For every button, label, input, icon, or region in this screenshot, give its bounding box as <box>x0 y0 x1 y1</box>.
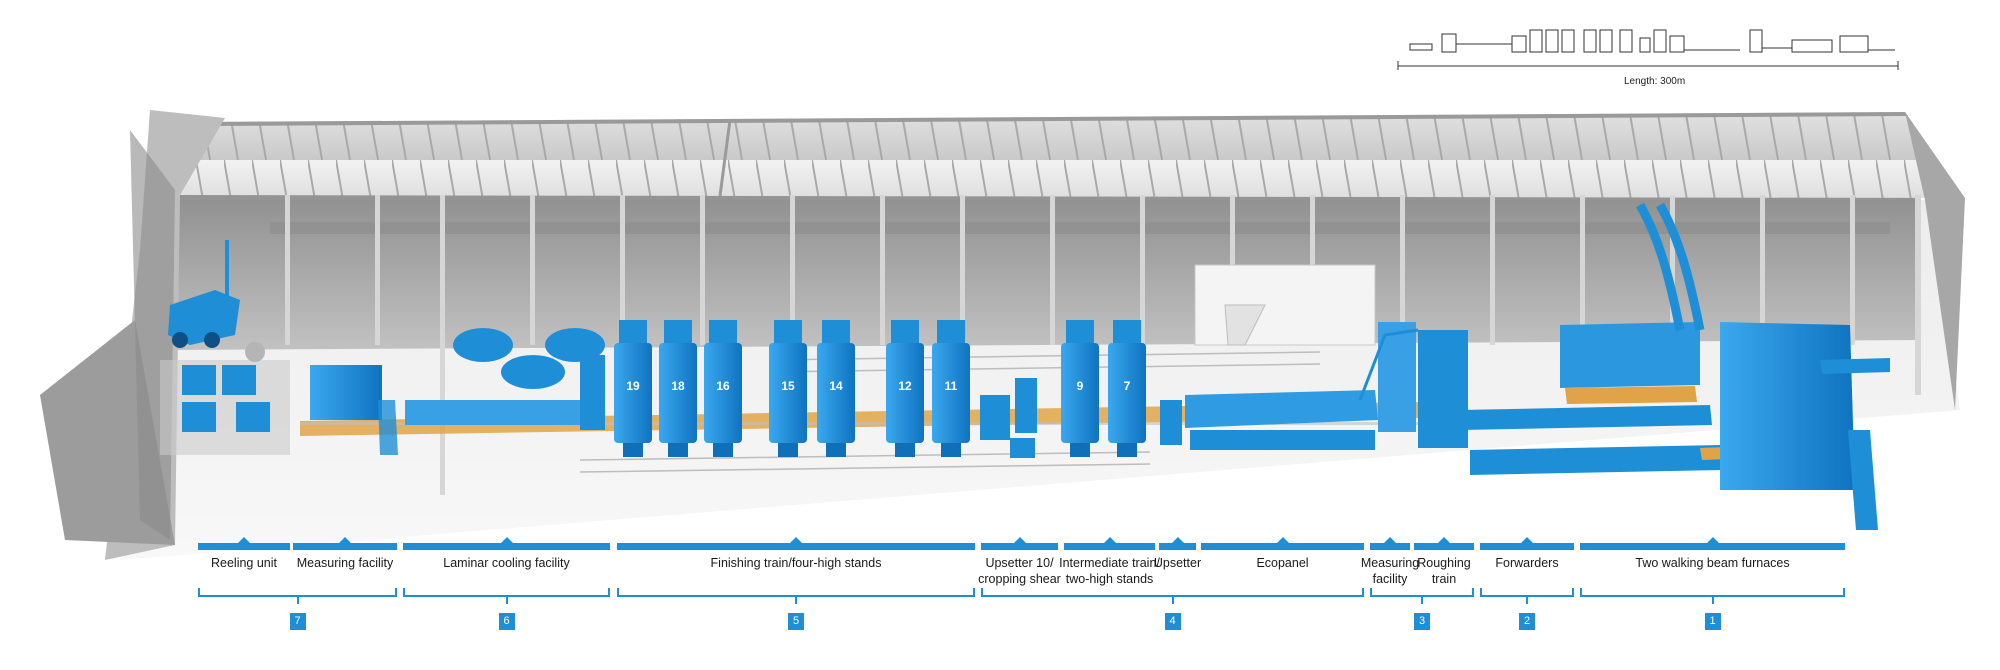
stand-body <box>614 343 652 443</box>
section-label-roughing-train: Roughing train <box>1417 556 1471 586</box>
production-line: 19 18 16 15 14 12 11 9 7 <box>160 202 1890 530</box>
roughing-train-machine <box>1418 330 1468 448</box>
reeling-unit-machine <box>160 240 290 455</box>
forwarders-machine <box>1460 405 1752 475</box>
section-bar-upsetter-10 <box>981 537 1058 550</box>
stand-base <box>895 443 915 457</box>
section-label-intermediate-train: Intermediate train/ two-high stands <box>1059 556 1160 586</box>
section-label-forwarders: Forwarders <box>1495 556 1559 570</box>
section-bar-finishing-train <box>617 537 975 550</box>
rolling-stand-15: 15 <box>769 320 807 457</box>
stand-number: 11 <box>945 379 958 393</box>
stand-base <box>1117 443 1137 457</box>
section-label-upsetter: Upsetter <box>1153 556 1202 570</box>
stand-base <box>778 443 798 457</box>
stand-body <box>769 343 807 443</box>
stand-number: 18 <box>671 379 685 393</box>
scale-drawing <box>1397 29 1899 70</box>
stand-body <box>704 343 742 443</box>
measuring-facility-machine <box>310 365 382 420</box>
scale-length-label: Length: 300m <box>1624 76 1686 87</box>
section-bar-forwarders <box>1480 537 1574 550</box>
section-label-finishing-train: Finishing train/four-high stands <box>710 556 882 570</box>
section-label-reeling-unit: Reeling unit <box>210 556 277 570</box>
stand-number: 7 <box>1124 379 1131 393</box>
rolling-stand-14: 14 <box>817 320 855 457</box>
section-label-ecopanel: Ecopanel <box>1256 556 1309 570</box>
group-bracket-4 <box>981 588 1364 604</box>
group-bracket-6 <box>403 588 610 604</box>
stand-body <box>817 343 855 443</box>
stand-base <box>1070 443 1090 457</box>
section-label-walking-beam: Two walking beam furnaces <box>1635 556 1790 570</box>
stand-number: 16 <box>716 379 730 393</box>
laminar-cooling-machine <box>405 328 605 430</box>
stand-body <box>886 343 924 443</box>
stand-base <box>623 443 643 457</box>
ecopanel-machine <box>1185 390 1378 450</box>
group-badge-6: 6 <box>498 613 515 630</box>
stand-base <box>713 443 733 457</box>
rolling-stand-9: 9 <box>1061 320 1099 457</box>
group-badge-7: 7 <box>289 613 306 630</box>
stand-number: 19 <box>626 379 640 393</box>
rolling-stand-18: 18 <box>659 320 697 457</box>
stand-body <box>932 343 970 443</box>
mill-building <box>40 110 1965 560</box>
stands-layer: 19 18 16 15 14 12 11 9 7 <box>614 320 1146 457</box>
group-badge-2: 2 <box>1519 613 1535 630</box>
section-label-measuring-facility-1: Measuring facility <box>296 556 394 570</box>
group-bracket-2 <box>1480 588 1574 604</box>
stand-number: 9 <box>1077 379 1084 393</box>
stand-body <box>1108 343 1146 443</box>
section-bar-measuring-facility-1 <box>293 537 397 550</box>
section-bar-measuring-facility-2 <box>1370 537 1410 550</box>
section-bar-reeling-unit <box>198 537 290 550</box>
stand-body <box>659 343 697 443</box>
group-bracket-5 <box>617 588 975 604</box>
group-badge-1: 1 <box>1704 613 1721 630</box>
group-bracket-1 <box>1580 588 1845 604</box>
section-bar-walking-beam <box>1580 537 1845 550</box>
group-bracket-3 <box>1370 588 1474 604</box>
rolling-stand-16: 16 <box>704 320 742 457</box>
section-bar-ecopanel <box>1201 537 1364 550</box>
section-bar-upsetter <box>1159 537 1196 550</box>
section-bar-intermediate-train <box>1064 537 1155 550</box>
group-bracket-7 <box>198 588 397 604</box>
section-bar-laminar-cooling <box>403 537 610 550</box>
stand-number: 12 <box>898 379 912 393</box>
section-bar-roughing-train <box>1414 537 1474 550</box>
group-badge-4: 4 <box>1164 613 1181 630</box>
stand-base <box>668 443 688 457</box>
rolling-stand-19: 19 <box>614 320 652 457</box>
walking-beam-furnaces-machine <box>1560 202 1890 530</box>
group-badge-3: 3 <box>1414 613 1430 630</box>
group-badge-5: 5 <box>788 613 804 630</box>
rolling-stand-12: 12 <box>886 320 924 457</box>
stand-base <box>826 443 846 457</box>
upsetter-machine <box>1160 400 1182 445</box>
rolling-stand-7: 7 <box>1108 320 1146 457</box>
stand-number: 14 <box>829 379 843 393</box>
stand-number: 15 <box>781 379 795 393</box>
stand-base <box>941 443 961 457</box>
section-label-laminar-cooling: Laminar cooling facility <box>443 556 570 570</box>
rolling-stand-11: 11 <box>932 320 970 457</box>
section-label-measuring-facility-2: Measuring facility <box>1360 556 1420 586</box>
stand-body <box>1061 343 1099 443</box>
upsetter-10-machine <box>980 395 1010 440</box>
section-label-upsetter-10: Upsetter 10/ cropping shear <box>978 556 1061 586</box>
